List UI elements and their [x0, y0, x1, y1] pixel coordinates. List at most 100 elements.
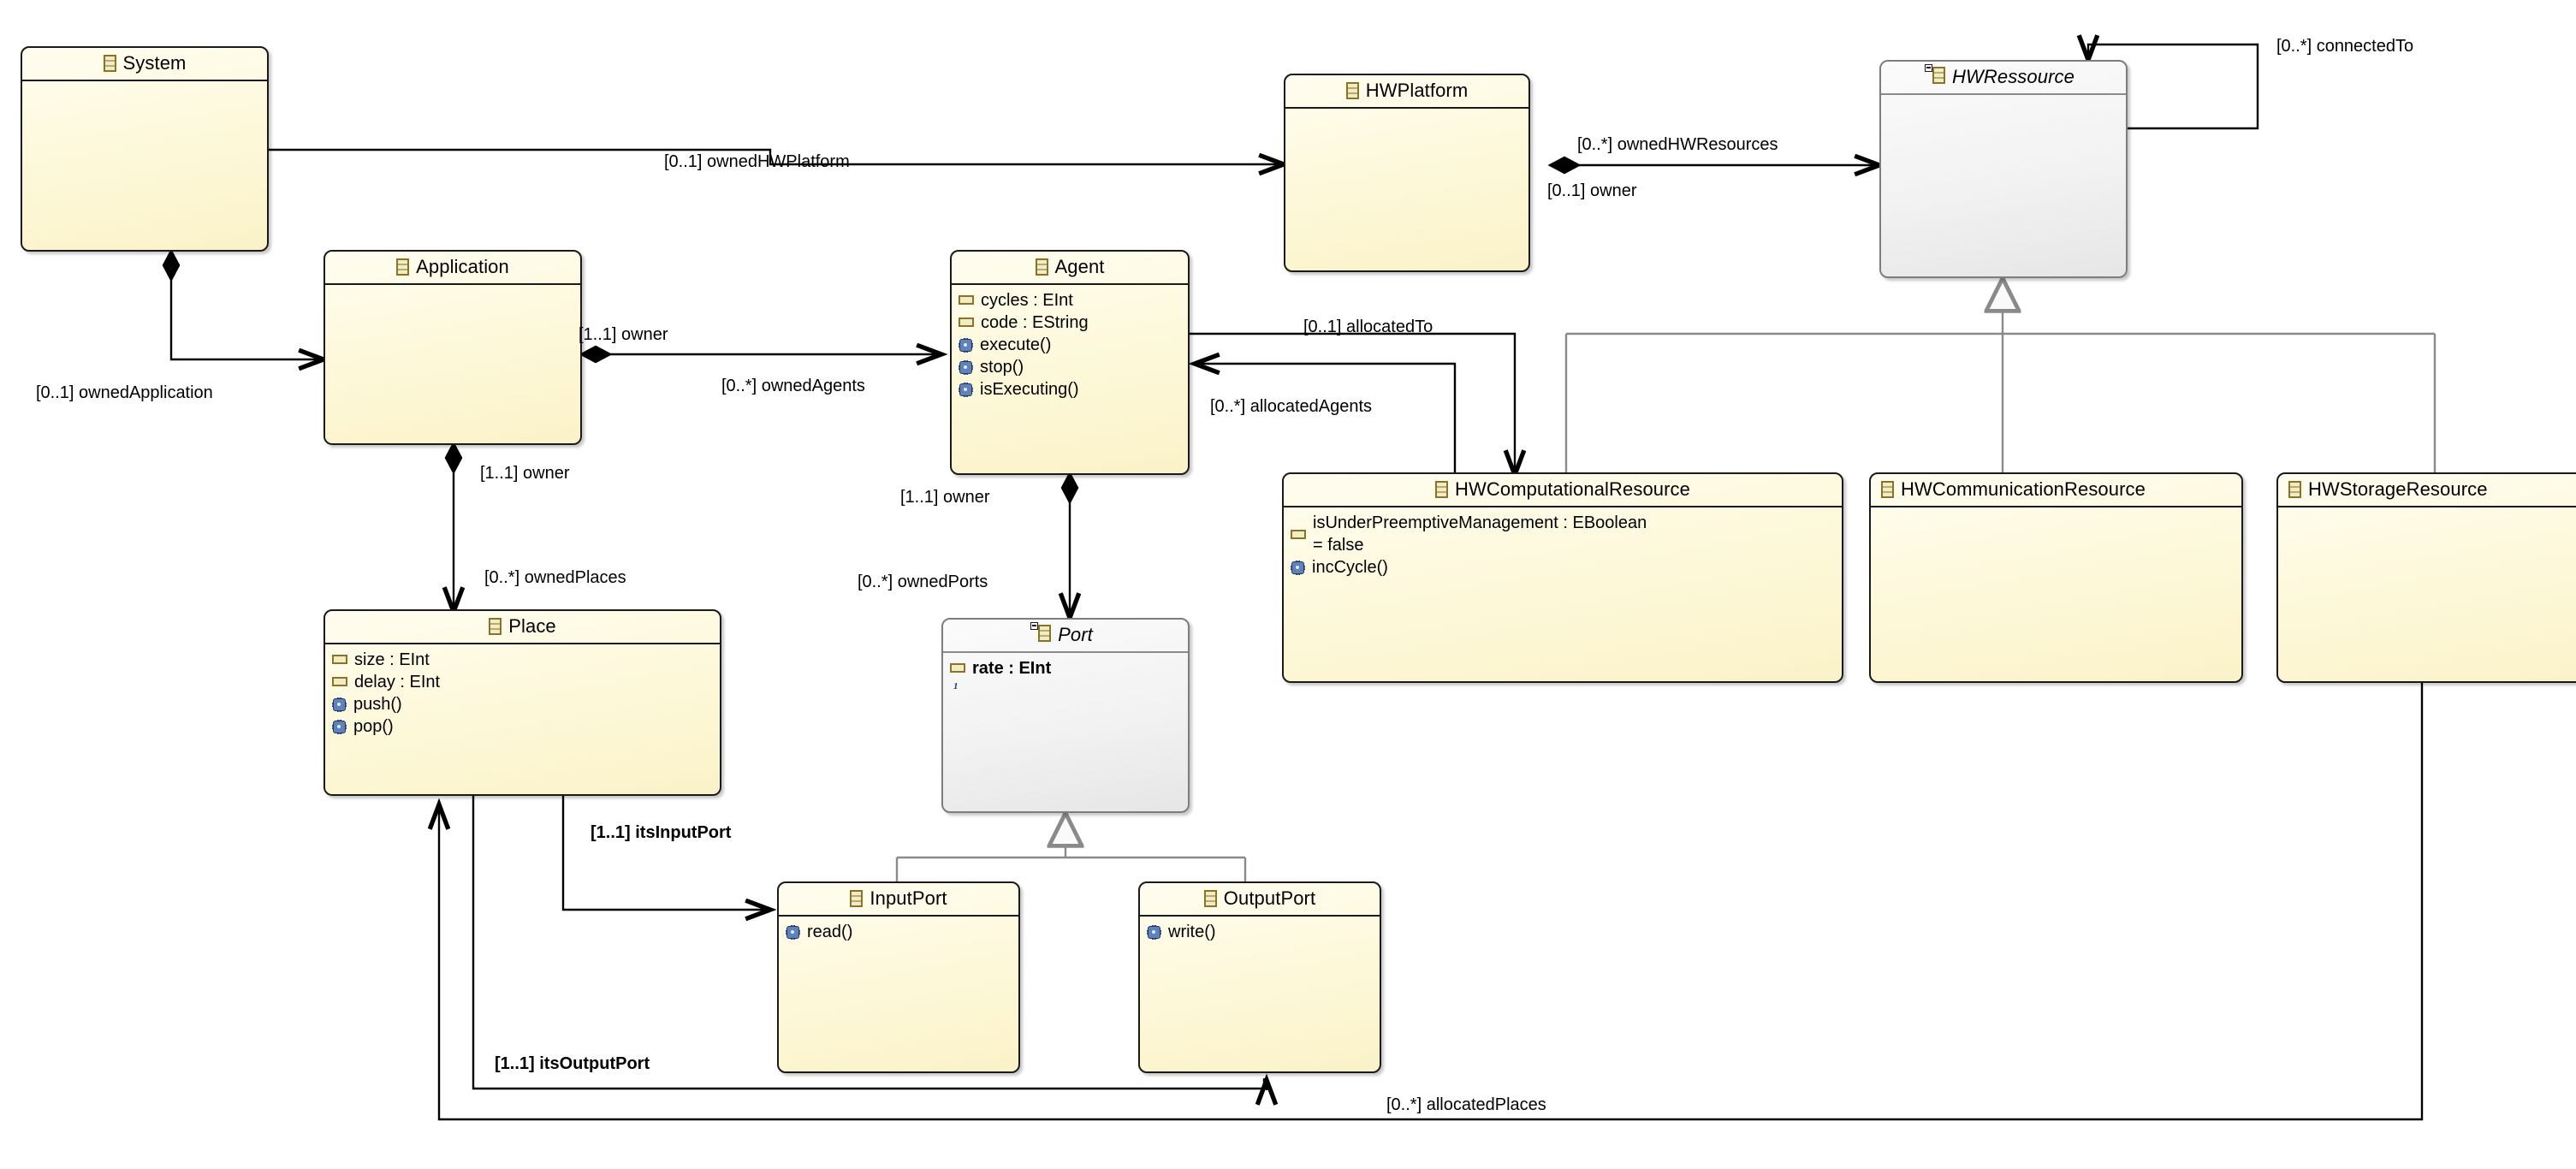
eclass-icon [1203, 890, 1217, 907]
class-name-hwplatform: HWPlatform [1365, 80, 1469, 101]
class-body-system [22, 81, 267, 89]
class-header-port: Port [943, 620, 1188, 653]
class-box-hwplatform[interactable]: HWPlatform [1284, 74, 1530, 272]
eoperation-icon [332, 719, 347, 734]
class-header-agent: Agent [952, 252, 1188, 285]
diamond-ownedAgents [579, 345, 613, 364]
class-box-port[interactable]: Port 1 rate : EInt [941, 618, 1190, 813]
edge-label-owner-hwplatform: [0..1] owner [1547, 181, 1637, 200]
class-body-hwressource [1881, 95, 2126, 103]
edge-label-ownedHWPlatform: [0..1] ownedHWPlatform [664, 152, 850, 171]
class-header-hwplatform: HWPlatform [1285, 75, 1528, 109]
class-name-system: System [122, 52, 187, 74]
edge-ownedApplication [169, 251, 323, 359]
attribute-row: size : EInt [332, 649, 716, 671]
attribute-label-line1: isUnderPreemptiveManagement : EBoolean [1313, 513, 1647, 532]
class-header-inputport: InputPort [779, 883, 1018, 917]
class-name-hwcommunicationresource: HWCommunicationResource [1901, 478, 2146, 500]
class-name-port: Port [1058, 624, 1093, 645]
edge-label-ownedHWResources: [0..*] ownedHWResources [1577, 135, 1778, 154]
class-box-hwcomputationalresource[interactable]: HWComputationalResource isUnderPreemptiv… [1282, 472, 1843, 683]
operation-label: stop() [980, 358, 1024, 377]
class-box-system[interactable]: System [21, 46, 269, 252]
eclass-icon [1881, 481, 1894, 498]
class-body-agent: cycles : EInt code : EString execute() s… [952, 285, 1188, 404]
class-name-application: Application [416, 256, 509, 277]
class-box-hwcommunicationresource[interactable]: HWCommunicationResource [1869, 472, 2243, 683]
eclass-icon [1435, 481, 1449, 498]
eoperation-icon [786, 924, 800, 940]
operation-row: execute() [959, 334, 1184, 356]
edge-allocatedAgents [1195, 364, 1457, 475]
eattribute-icon [1291, 529, 1306, 539]
eclass-icon [1932, 66, 1946, 84]
operation-row: read() [786, 921, 1015, 943]
attribute-row: isUnderPreemptiveManagement : EBoolean =… [1291, 512, 1838, 556]
class-name-outputport: OutputPort [1223, 887, 1316, 909]
eattribute-icon [332, 655, 347, 664]
class-header-system: System [22, 48, 267, 81]
edge-label-owner-ports: [1..1] owner [900, 488, 990, 507]
eclass-icon [1345, 82, 1359, 99]
eclass-icon [1038, 624, 1052, 642]
attribute-label: code : EString [981, 313, 1089, 332]
class-body-hwplatform [1285, 109, 1528, 116]
abstract-marker-icon [1030, 621, 1039, 630]
edge-label-ownedAgents: [0..*] ownedAgents [721, 377, 865, 395]
class-box-place[interactable]: Place size : EInt delay : EInt push() po… [323, 609, 721, 796]
attribute-label-line2: = false [1313, 536, 1364, 555]
eclass-abstract-icon [1030, 621, 1052, 646]
eoperation-icon [1147, 924, 1161, 940]
eoperation-icon [959, 359, 973, 375]
class-name-agent: Agent [1054, 256, 1105, 277]
edge-label-itsOutputPort: [1..1] itsOutputPort [495, 1054, 650, 1073]
class-header-hwcomputationalresource: HWComputationalResource [1284, 474, 1842, 507]
edge-itsInputPort [561, 796, 770, 910]
class-body-hwstorageresource [2278, 507, 2576, 515]
abstract-marker-icon [1925, 63, 1933, 72]
class-box-hwressource[interactable]: HWRessource [1879, 60, 2128, 278]
class-body-hwcommunicationresource [1871, 507, 2241, 515]
edge-label-allocatedAgents: [0..*] allocatedAgents [1210, 397, 1373, 416]
operation-label: incCycle() [1312, 558, 1388, 577]
attribute-row: code : EString [959, 312, 1184, 334]
eattribute-icon [959, 295, 974, 305]
eclass-icon [1035, 258, 1048, 276]
operation-label: execute() [980, 335, 1052, 354]
eattribute-icon [332, 677, 347, 686]
class-box-application[interactable]: Application [323, 250, 582, 445]
operation-row: incCycle() [1291, 556, 1838, 579]
class-name-place: Place [508, 615, 556, 637]
diamond-ownedApplication [162, 248, 181, 282]
attribute-label: size : EInt [354, 650, 430, 669]
operation-row: write() [1147, 921, 1376, 943]
operation-row: isExecuting() [959, 378, 1184, 401]
operation-label: read() [807, 923, 853, 941]
edge-label-connectedTo: [0..*] connectedTo [2276, 37, 2414, 56]
eoperation-icon [332, 697, 347, 712]
eoperation-icon [959, 382, 973, 397]
operation-row: pop() [332, 715, 716, 738]
class-body-application [325, 285, 580, 293]
edge-allocatedPlaces [439, 683, 2424, 1121]
edge-label-ownedPorts: [0..*] ownedPorts [858, 573, 988, 591]
class-box-inputport[interactable]: InputPort read() [777, 881, 1020, 1073]
diamond-ownedHWResources [1547, 156, 1582, 175]
eclass-icon [489, 618, 502, 635]
class-box-outputport[interactable]: OutputPort write() [1138, 881, 1381, 1073]
class-box-agent[interactable]: Agent cycles : EInt code : EString execu… [950, 250, 1190, 475]
diamond-ownedPorts [1060, 471, 1079, 505]
class-header-place: Place [325, 611, 720, 644]
attribute-label: delay : EInt [354, 673, 441, 691]
attribute-row: cycles : EInt [959, 289, 1184, 312]
class-name-hwstorageresource: HWStorageResource [2308, 478, 2488, 500]
class-body-hwcomputationalresource: isUnderPreemptiveManagement : EBoolean =… [1284, 507, 1842, 582]
eclass-icon [103, 55, 116, 72]
eoperation-icon [959, 337, 973, 353]
edge-label-ownedApplication: [0..1] ownedApplication [36, 383, 213, 402]
operation-label: push() [353, 695, 402, 714]
class-box-hwstorageresource[interactable]: HWStorageResource [2276, 472, 2576, 683]
class-header-hwcommunicationresource: HWCommunicationResource [1871, 474, 2241, 507]
operation-label: write() [1168, 923, 1216, 941]
class-header-hwstorageresource: HWStorageResource [2278, 474, 2576, 507]
